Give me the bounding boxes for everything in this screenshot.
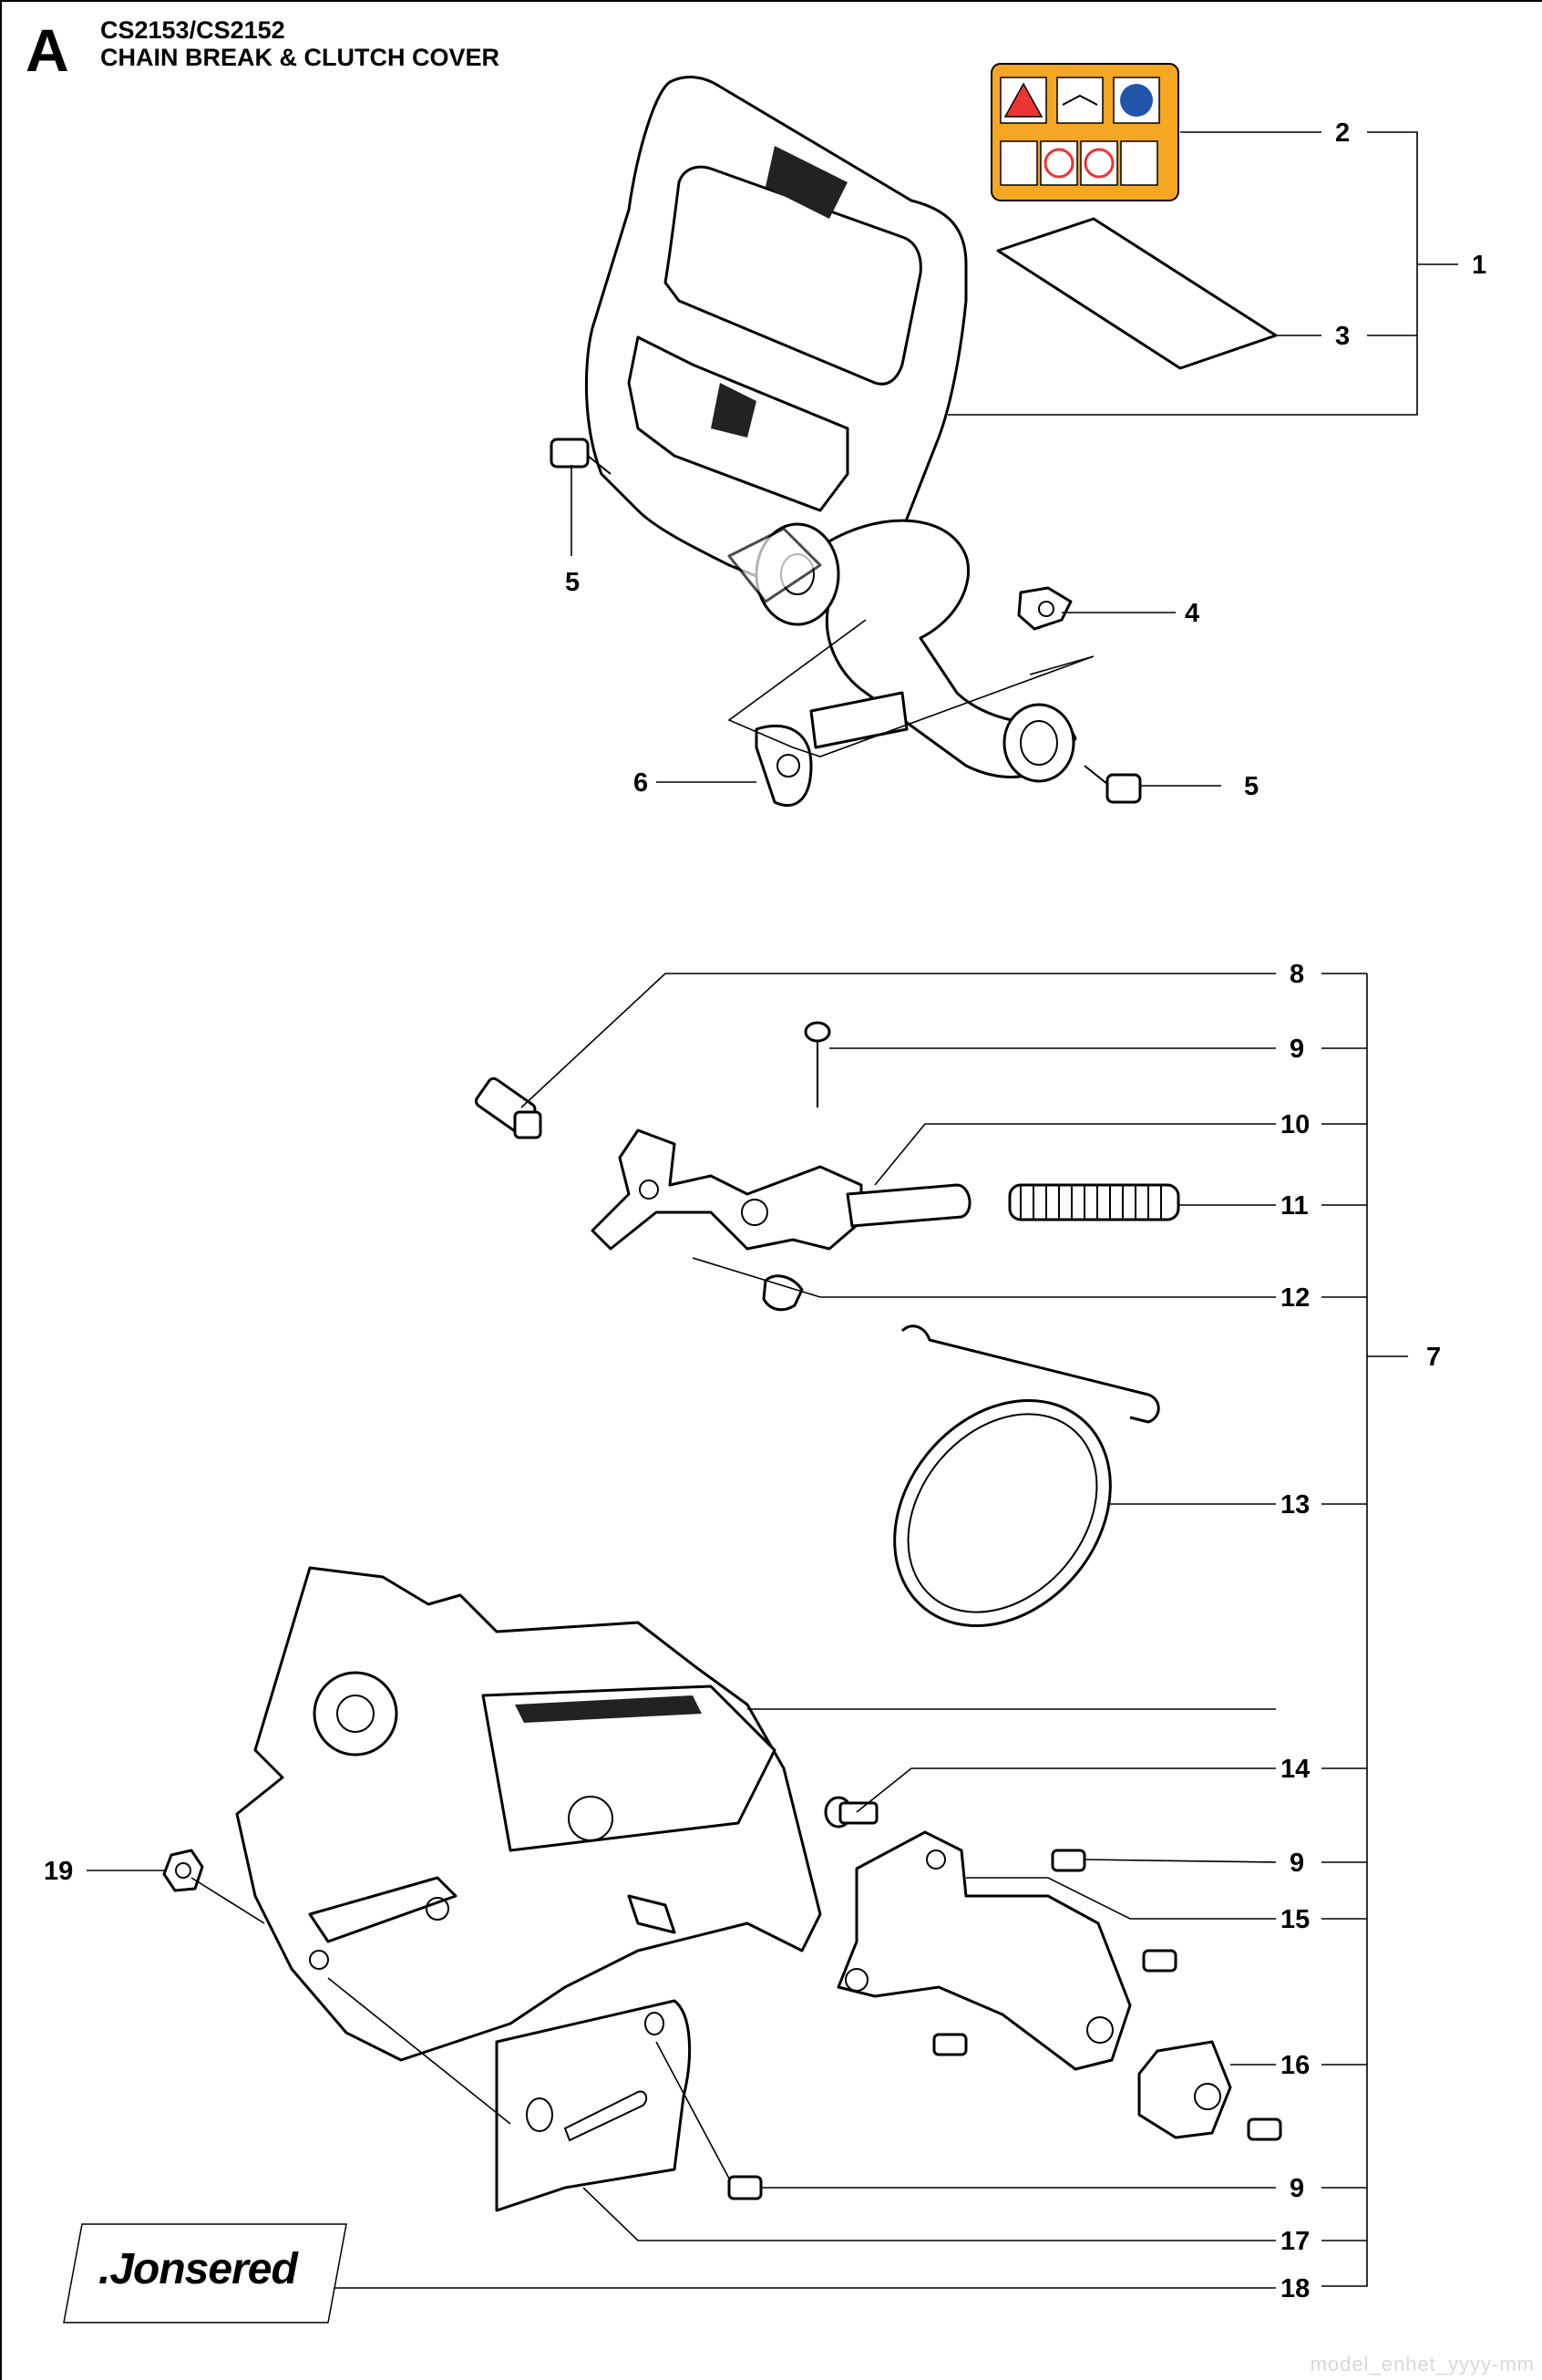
- callout-14: 14: [1280, 1755, 1310, 1784]
- callout-16: 16: [1280, 2051, 1310, 2080]
- callout-4: 4: [1185, 599, 1199, 628]
- callout-5-lower: 5: [1244, 772, 1259, 801]
- screw-5-lower: [1084, 765, 1142, 804]
- callout-13: 13: [1280, 1490, 1310, 1520]
- warning-decal: [991, 63, 1179, 201]
- cover-15: [837, 1830, 1132, 2071]
- clip-4: [1017, 586, 1073, 631]
- callout-1: 1: [1472, 251, 1486, 280]
- callout-3: 3: [1335, 322, 1350, 351]
- callout-2: 2: [1335, 118, 1350, 148]
- bolt-14: [824, 1796, 879, 1829]
- callout-19: 19: [44, 1857, 73, 1886]
- callout-17: 17: [1280, 2227, 1310, 2256]
- plate-17: [495, 1999, 691, 2212]
- screw-9-top: [804, 1021, 831, 1108]
- adjuster-8: [474, 1077, 542, 1139]
- callout-7: 7: [1426, 1343, 1441, 1372]
- callout-18: 18: [1280, 2274, 1310, 2303]
- brand-logo: .Jonsered: [98, 2245, 298, 2293]
- caution-icon: [1120, 140, 1158, 186]
- screw-5-upper: [550, 438, 612, 475]
- callout-8: 8: [1290, 960, 1304, 989]
- spring-11: [1008, 1183, 1180, 1221]
- screw-9-right: [932, 1849, 1177, 2056]
- model-numbers: CS2153/CS2152: [100, 16, 285, 44]
- washer-6: [755, 691, 909, 808]
- callout-9-mid: 9: [1290, 1849, 1304, 1878]
- callout-9-bottom: 9: [1290, 2174, 1304, 2203]
- logo-frame: [63, 2223, 347, 2323]
- callout-10: 10: [1280, 1110, 1310, 1139]
- chain-brake-handle: [584, 76, 968, 606]
- callout-15: 15: [1280, 1905, 1310, 1934]
- decal-sheet: [996, 217, 1278, 370]
- no-one-hand-icon: [1000, 140, 1038, 186]
- diagram-title: CHAIN BREAK & CLUTCH COVER: [100, 44, 499, 72]
- section-letter: A: [26, 16, 69, 84]
- manual-icon: [1056, 77, 1104, 124]
- clutch-cover-housing: [235, 1566, 822, 2062]
- callout-6: 6: [633, 768, 648, 798]
- watermark-text: model_enhet_yyyy-mm: [1310, 2353, 1535, 2375]
- bar-guide-16: [1137, 2040, 1282, 2141]
- callout-9-top: 9: [1290, 1035, 1304, 1064]
- page-title: CS2153/CS2152 CHAIN BREAK & CLUTCH COVER: [100, 16, 499, 71]
- brake-lever-arm: [818, 519, 1077, 783]
- screw-9-bottom: [727, 2175, 763, 2200]
- brake-lever-10: [591, 1128, 971, 1251]
- brake-band-13: [893, 1324, 1160, 1627]
- callout-5-upper: 5: [565, 568, 580, 597]
- callout-12: 12: [1280, 1283, 1310, 1313]
- pivot-bushing: [727, 522, 840, 626]
- circlip-12: [762, 1274, 804, 1312]
- callout-11: 11: [1280, 1191, 1309, 1221]
- nut-19: [162, 1849, 204, 1892]
